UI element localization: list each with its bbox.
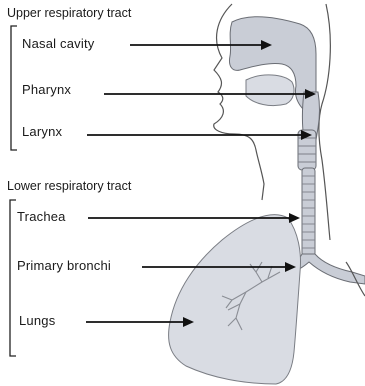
back-of-head-outline <box>319 4 330 240</box>
larynx-label: Larynx <box>22 124 63 139</box>
anatomy-illustration <box>169 4 365 384</box>
lower-tract-bracket <box>10 200 16 356</box>
trachea-shape <box>302 168 315 256</box>
upper-tract-title: Upper respiratory tract <box>7 6 132 20</box>
larynx-arrow <box>87 130 312 140</box>
oral-area-shape <box>246 75 294 106</box>
lungs-label: Lungs <box>19 313 56 328</box>
nasal-cavity-label: Nasal cavity <box>22 36 95 51</box>
lower-tract-title: Lower respiratory tract <box>7 179 132 193</box>
trachea-label: Trachea <box>17 209 66 224</box>
pharynx-label: Pharynx <box>22 82 71 97</box>
primary-bronchi-label: Primary bronchi <box>17 258 111 273</box>
upper-tract-bracket <box>11 26 17 150</box>
lung-shape <box>169 215 301 384</box>
